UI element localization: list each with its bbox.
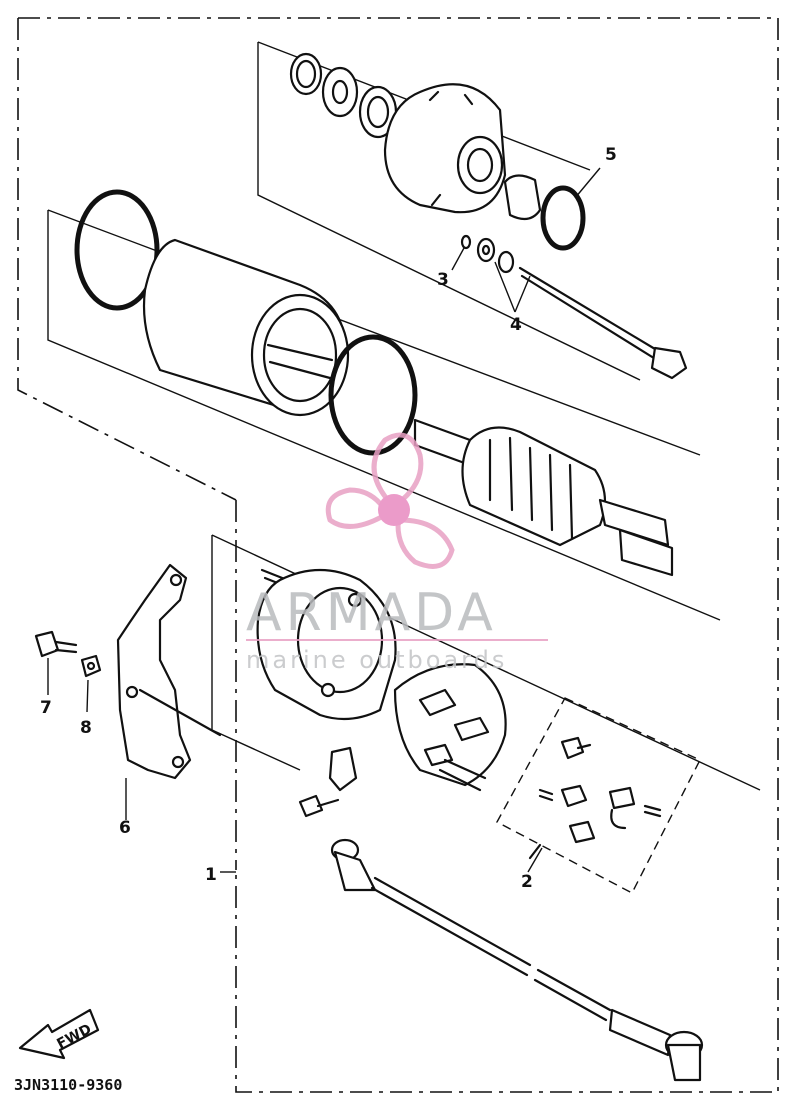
bracket [116,563,192,780]
front-cover [383,83,507,214]
rear-cover-group [211,534,761,818]
bushing [503,174,542,221]
callout-8: 8 [80,718,92,738]
part-code: 3JN3110-9360 [14,1076,122,1094]
front-cover-group [257,41,688,381]
callouts: 5 3 4 7 8 6 1 2 [40,145,617,892]
washer-2 [321,66,359,118]
watermark-brand: ARMADA [246,583,497,643]
fwd-arrow: FWD [18,1008,100,1060]
callout-7: 7 [40,698,52,718]
brush-b [608,786,636,810]
yoke-group [47,189,721,621]
callout-2: 2 [521,872,533,892]
leader-lines [47,167,601,873]
through-bolt [518,266,662,362]
bolt-7 [34,630,60,658]
washer-3 [460,234,472,250]
o-ring-right [328,334,418,456]
brush-kit [496,697,701,894]
rear-cover [256,568,397,721]
washer-4b [497,250,515,274]
nut-8 [80,654,102,678]
brush-holder [393,663,507,787]
brush-a [560,784,588,808]
washer-4a [476,237,496,263]
callout-5: 5 [605,145,617,165]
armature [413,418,674,577]
terminal-bolt [328,746,358,792]
o-ring-left [74,189,160,311]
callout-1: 1 [205,865,217,885]
callout-6: 6 [119,818,131,838]
bracket-group [34,563,222,780]
propeller-logo-icon [325,432,455,569]
lead-wire [330,838,704,1082]
watermark-tagline: marine outboards [246,646,507,674]
washer-1 [289,52,323,96]
callout-4: 4 [510,315,522,335]
o-ring-5 [540,185,586,251]
callout-3: 3 [437,270,449,290]
assembly-boundary [17,17,779,1093]
watermark: ARMADA marine outboards [246,432,548,674]
